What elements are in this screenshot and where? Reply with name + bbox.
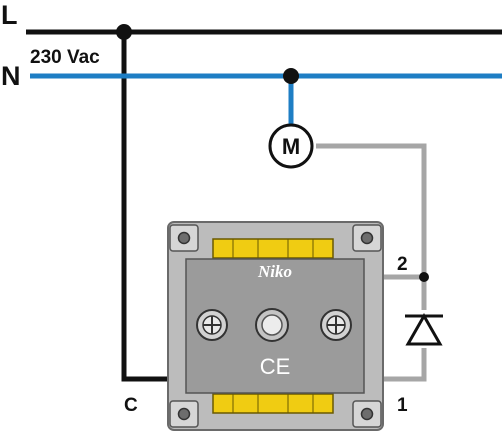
terminal-1-label: 1: [397, 395, 408, 416]
motor-label: M: [282, 134, 300, 159]
terminal-bar-top: [212, 238, 334, 259]
motor-return-wire: [316, 143, 427, 310]
brand-logo: Niko: [257, 262, 292, 281]
terminal-bar-bottom: [212, 393, 334, 414]
junction-dot-terminal-2: [419, 272, 429, 282]
live-label: L: [1, 0, 18, 30]
ear-screw-holes: [177, 231, 374, 421]
screw-terminal-icon: [196, 309, 228, 341]
ce-mark: CE: [260, 354, 291, 379]
terminal-1-wire: [372, 348, 427, 382]
voltage-label: 230 Vac: [30, 47, 100, 68]
motor-circle-icon: M: [268, 123, 314, 169]
neutral-wire: [30, 73, 502, 126]
junction-dot-neutral: [283, 68, 299, 84]
niko-switch-device: Niko CE: [167, 221, 384, 431]
terminal-c-label: C: [124, 395, 138, 416]
screw-terminal-icon: [320, 309, 352, 341]
junction-dot-live: [116, 24, 132, 40]
diode-icon: [405, 312, 443, 346]
terminal-2-label: 2: [397, 254, 408, 275]
live-wire: [26, 29, 502, 382]
push-button-icon: [255, 308, 289, 342]
neutral-label: N: [1, 61, 21, 91]
